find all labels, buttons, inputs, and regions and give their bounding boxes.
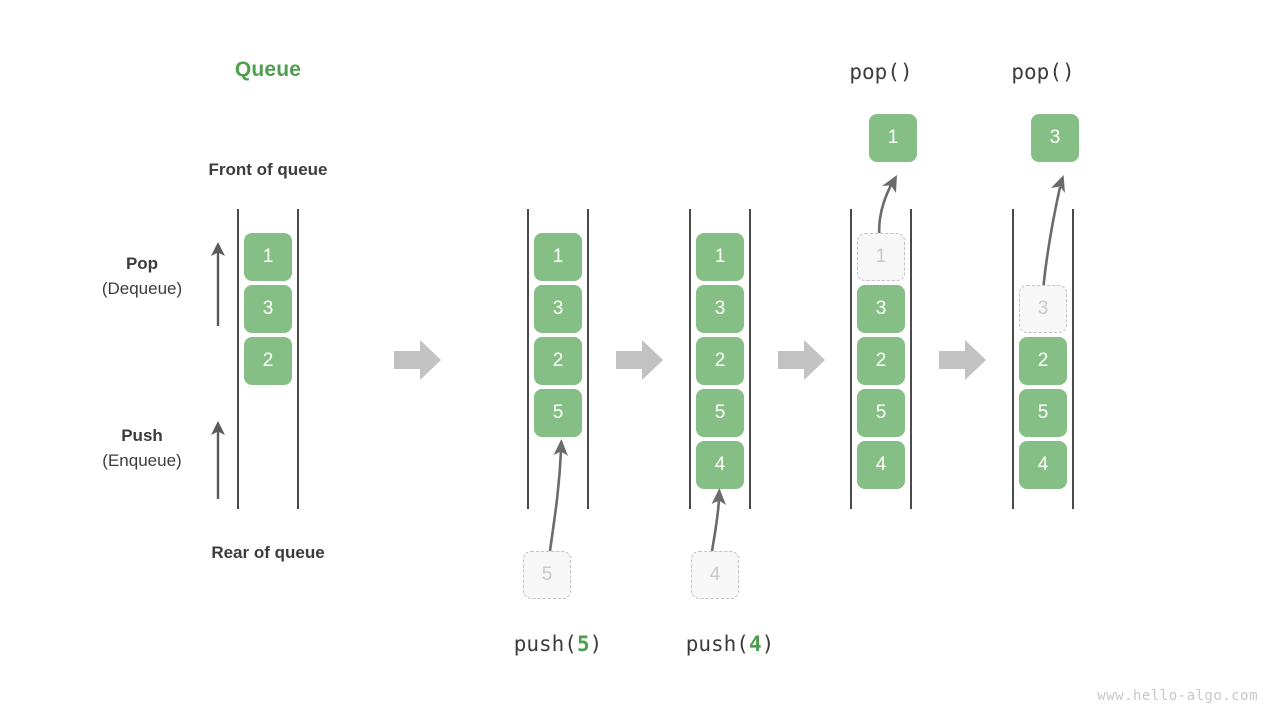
incoming-ghost-cell: 5	[523, 551, 571, 599]
push-motion-arrow-icon	[548, 439, 568, 552]
queue-cell[interactable]: 1	[244, 233, 292, 281]
push-caption-suffix: )	[589, 632, 603, 656]
removed-ghost-cell: 3	[1019, 285, 1067, 333]
step-arrow-icon	[616, 340, 663, 380]
push-motion-arrow-icon	[710, 488, 726, 552]
push-direction-arrow-icon	[211, 421, 225, 499]
pop-operation-label: Pop (Dequeue)	[52, 252, 232, 301]
queue-cell[interactable]: 1	[696, 233, 744, 281]
queue-cell[interactable]: 5	[696, 389, 744, 437]
queue-cell[interactable]: 2	[857, 337, 905, 385]
queue-cell[interactable]: 2	[244, 337, 292, 385]
push-caption-suffix: )	[761, 632, 775, 656]
page-title: Queue	[234, 58, 302, 81]
queue-rail-initial	[237, 209, 299, 509]
queue-cell[interactable]: 3	[534, 285, 582, 333]
queue-rail-after-push-5	[527, 209, 589, 509]
queue-cell[interactable]: 4	[857, 441, 905, 489]
rear-of-queue-label: Rear of queue	[211, 543, 325, 562]
push-operation-label: Push (Enqueue)	[52, 424, 232, 473]
queue-cell[interactable]: 2	[696, 337, 744, 385]
push-5-caption: push(5)	[458, 632, 658, 656]
queue-cell[interactable]: 3	[696, 285, 744, 333]
pop-header-1: pop()	[849, 60, 913, 84]
push-caption-prefix: push(	[513, 632, 577, 656]
push-caption-value: 4	[748, 632, 762, 656]
queue-cell[interactable]: 5	[1019, 389, 1067, 437]
push-4-caption: push(4)	[630, 632, 830, 656]
queue-cell[interactable]: 2	[1019, 337, 1067, 385]
queue-rail-after-pop-1	[850, 209, 912, 509]
pop-label-secondary: (Dequeue)	[101, 278, 183, 298]
push-caption-prefix: push(	[685, 632, 749, 656]
queue-cell[interactable]: 3	[857, 285, 905, 333]
step-arrow-icon	[394, 340, 441, 380]
queue-rail-after-push-4	[689, 209, 751, 509]
queue-cell-new[interactable]: 5	[534, 389, 582, 437]
queue-cell[interactable]: 2	[534, 337, 582, 385]
queue-cell[interactable]: 1	[534, 233, 582, 281]
removed-ghost-cell: 1	[857, 233, 905, 281]
queue-cell[interactable]: 5	[857, 389, 905, 437]
step-arrow-icon	[778, 340, 825, 380]
queue-cell-new[interactable]: 4	[696, 441, 744, 489]
push-label-secondary: (Enqueue)	[102, 450, 182, 470]
push-caption-value: 5	[576, 632, 590, 656]
queue-cell[interactable]: 3	[244, 285, 292, 333]
popped-element[interactable]: 1	[869, 114, 917, 162]
push-label-primary: Push	[121, 426, 163, 445]
front-of-queue-label: Front of queue	[208, 160, 328, 179]
step-arrow-icon	[939, 340, 986, 380]
pop-label-primary: Pop	[125, 254, 159, 273]
incoming-ghost-cell: 4	[691, 551, 739, 599]
pop-direction-arrow-icon	[211, 242, 225, 326]
queue-rail-after-pop-3	[1012, 209, 1074, 509]
popped-element[interactable]: 3	[1031, 114, 1079, 162]
pop-header-2: pop()	[1011, 60, 1075, 84]
watermark: www.hello-algo.com	[1097, 688, 1258, 704]
queue-cell[interactable]: 4	[1019, 441, 1067, 489]
